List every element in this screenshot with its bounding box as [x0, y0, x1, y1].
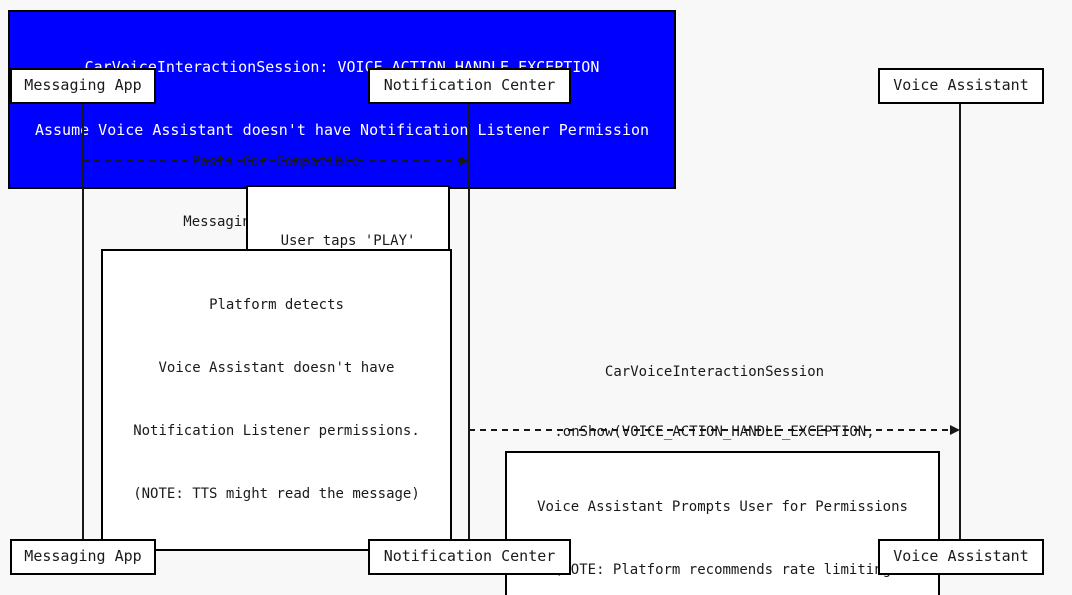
participant-bottom-messaging-app[interactable]: Messaging App [10, 539, 156, 575]
note-line-2: Voice Assistant doesn't have [158, 360, 395, 376]
note-line-1: Platform detects [209, 297, 344, 313]
note-prompts-user: Voice Assistant Prompts User for Permiss… [505, 451, 940, 595]
note-line-3: Notification Listener permissions. [133, 423, 420, 439]
participant-label: Messaging App [24, 76, 142, 94]
participant-bottom-notification-center[interactable]: Notification Center [368, 539, 571, 575]
participant-label: Voice Assistant [893, 547, 1029, 565]
note-line-2: (NOTE: Platform recommends rate limiting [553, 562, 892, 578]
lifeline-messaging-app [82, 103, 84, 539]
participant-label: Notification Center [383, 547, 556, 565]
note-line-1: Voice Assistant Prompts User for Permiss… [537, 499, 908, 515]
note-line-4: (NOTE: TTS might read the message) [133, 486, 420, 502]
lifeline-notification-center [468, 103, 470, 539]
participant-top-voice-assistant[interactable]: Voice Assistant [878, 68, 1044, 104]
arrow-head-filled [950, 425, 960, 435]
participant-top-notification-center[interactable]: Notification Center [368, 68, 571, 104]
note-platform-detects: Platform detects Voice Assistant doesn't… [101, 249, 452, 551]
arrow-line-dashed [469, 429, 952, 431]
arrow-head-filled [459, 156, 469, 166]
message-label-line-2: .onShow(VOICE_ACTION_HANDLE_EXCEPTION, [554, 424, 875, 440]
participant-label: Messaging App [24, 547, 142, 565]
message-arrow-post-notification [83, 156, 960, 166]
participant-label: Notification Center [383, 76, 556, 94]
message-arrow-on-show [469, 425, 960, 435]
participant-bottom-voice-assistant[interactable]: Voice Assistant [878, 539, 1044, 575]
participant-label: Voice Assistant [893, 76, 1029, 94]
participant-top-messaging-app[interactable]: Messaging App [10, 68, 156, 104]
message-label-line-1: Posts Car Compatible [191, 154, 361, 170]
arrow-line-dashed [83, 160, 461, 162]
note-line-1: User taps 'PLAY' [280, 233, 416, 249]
diagram-title-line-2: Assume Voice Assistant doesn't have Noti… [34, 121, 650, 139]
lifeline-voice-assistant [959, 103, 961, 539]
message-label-line-1: CarVoiceInteractionSession [604, 364, 825, 380]
